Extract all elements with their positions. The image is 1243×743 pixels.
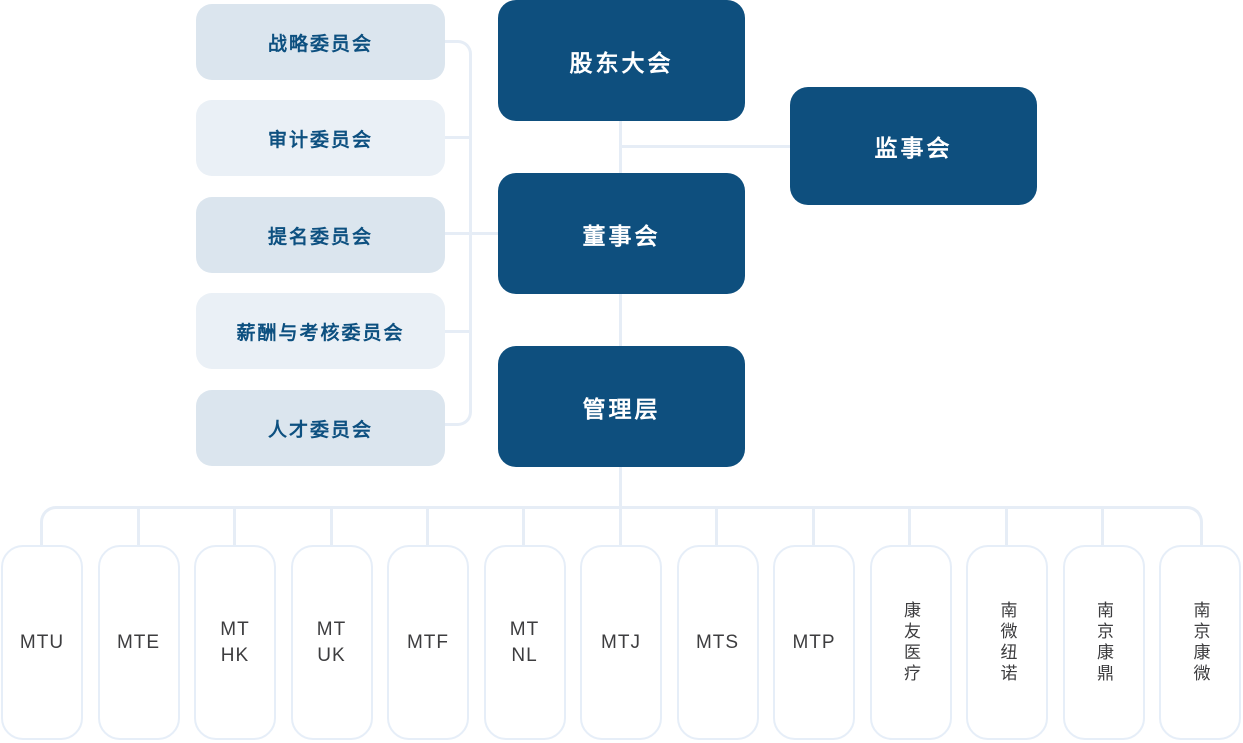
subsidiary-box-mt-nl: MT NL bbox=[483, 545, 566, 740]
subsidiary-label: MTF bbox=[406, 631, 450, 653]
subsidiary-label: MT UK bbox=[316, 618, 347, 666]
subsidiary-box-mtj: MTJ bbox=[580, 545, 662, 740]
committee-label: 审计委员会 bbox=[267, 129, 373, 151]
subsidiary-label: MTS bbox=[695, 631, 740, 653]
committee-box-audit: 审计委员会 bbox=[196, 100, 445, 176]
box-board-of-directors: 董事会 bbox=[498, 173, 745, 294]
subsidiary-box-nanjing-kangding: 南京康鼎 bbox=[1062, 545, 1145, 740]
subsidiary-box-nanjing-kangwei: 南京康微 bbox=[1159, 545, 1241, 740]
connector-remuneration-stub bbox=[445, 330, 472, 333]
subsidiary-label: 南京康微 bbox=[1190, 600, 1210, 685]
box-management: 管理层 bbox=[498, 346, 745, 467]
subsidiary-box-nanwei-niunuo: 南微纽诺 bbox=[966, 545, 1048, 740]
subsidiary-box-mte: MTE bbox=[97, 545, 180, 740]
connector-subsidiaries-rail bbox=[40, 506, 1203, 545]
subsidiary-label: MTP bbox=[792, 631, 836, 653]
box-label: 股东大会 bbox=[569, 49, 674, 76]
subsidiary-box-mtu: MTU bbox=[1, 545, 83, 740]
connector-drop bbox=[330, 506, 333, 545]
connector-drop bbox=[812, 506, 815, 545]
connector-nomination-to-board bbox=[445, 232, 498, 235]
committee-box-talent: 人才委员会 bbox=[196, 390, 445, 466]
box-shareholders-meeting: 股东大会 bbox=[498, 0, 745, 121]
subsidiary-box-mtp: MTP bbox=[773, 545, 855, 740]
connector-board-to-management bbox=[619, 294, 622, 346]
connector-drop bbox=[522, 506, 525, 545]
committee-label: 薪酬与考核委员会 bbox=[236, 322, 405, 344]
subsidiary-label: MTU bbox=[19, 631, 65, 653]
committee-box-nomination: 提名委员会 bbox=[196, 197, 445, 273]
connector-drop bbox=[137, 506, 140, 545]
subsidiary-label: 康友医疗 bbox=[901, 600, 920, 685]
subsidiaries-row: MTU MTE MT HK MT UK MTF MT NL MTJ MTS MT… bbox=[1, 545, 1241, 740]
subsidiary-box-mts: MTS bbox=[676, 545, 759, 740]
subsidiary-label: 南京康鼎 bbox=[1094, 600, 1113, 685]
subsidiary-box-kangyou-medical: 康友医疗 bbox=[869, 545, 952, 740]
connector-drop bbox=[1005, 506, 1008, 545]
committee-label: 提名委员会 bbox=[267, 226, 373, 248]
box-supervisory-board: 监事会 bbox=[790, 87, 1037, 205]
subsidiary-box-mt-hk: MT HK bbox=[194, 545, 276, 740]
connector-drop bbox=[233, 506, 236, 545]
box-label: 管理层 bbox=[582, 395, 661, 422]
subsidiary-label: MTJ bbox=[601, 631, 641, 653]
subsidiary-label: MT HK bbox=[220, 618, 250, 666]
subsidiary-label: MT NL bbox=[509, 618, 540, 666]
committee-label: 人才委员会 bbox=[267, 419, 373, 441]
subsidiary-label: MTE bbox=[116, 631, 161, 653]
box-label: 监事会 bbox=[874, 135, 953, 161]
connector-drop bbox=[715, 506, 718, 545]
connector-audit-stub bbox=[445, 136, 472, 139]
subsidiary-box-mt-uk: MT UK bbox=[290, 545, 373, 740]
connector-drop bbox=[1101, 506, 1104, 545]
connector-drop bbox=[426, 506, 429, 545]
box-label: 董事会 bbox=[582, 222, 661, 249]
committee-box-remuneration: 薪酬与考核委员会 bbox=[196, 293, 445, 369]
subsidiary-label: 南微纽诺 bbox=[997, 600, 1017, 685]
subsidiary-box-mtf: MTF bbox=[387, 545, 469, 740]
connector-to-supervisory bbox=[620, 145, 790, 148]
connector-drop bbox=[908, 506, 911, 545]
committee-label: 战略委员会 bbox=[267, 33, 373, 55]
committee-box-strategy: 战略委员会 bbox=[196, 4, 445, 80]
